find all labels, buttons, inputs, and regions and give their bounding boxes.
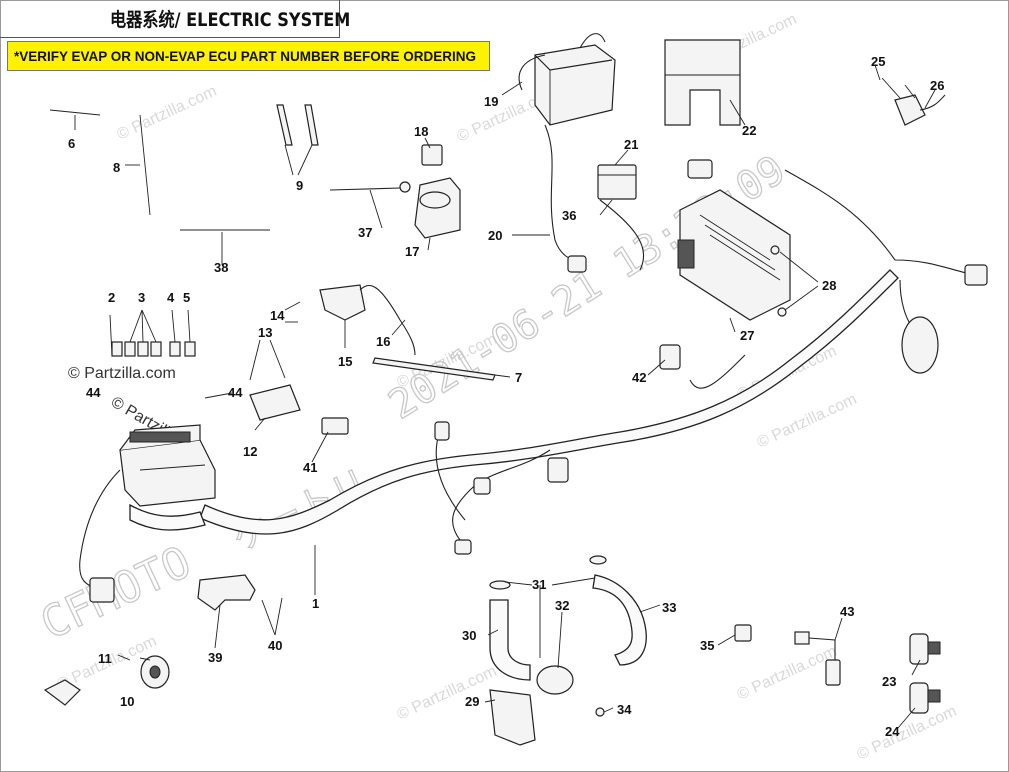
voltage-regulator [677, 189, 791, 321]
main-wiring-harness [79, 124, 988, 603]
connector [473, 477, 491, 495]
callout-1: 1 [312, 596, 319, 611]
cable-tie [139, 114, 151, 216]
watermark-partzilla-dark: © Partzilla.com [68, 365, 176, 382]
connector [964, 264, 988, 286]
round-connector [901, 316, 939, 374]
horn [140, 655, 170, 689]
callout-22: 22 [742, 123, 756, 138]
callout-20: 20 [488, 228, 502, 243]
callout-40: 40 [268, 638, 282, 653]
callout-26: 26 [930, 78, 944, 93]
tie-strap [49, 109, 101, 116]
callout-32: 32 [555, 598, 569, 613]
callout-38: 38 [214, 260, 228, 275]
callout-35: 35 [700, 638, 714, 653]
callout-12: 12 [243, 444, 257, 459]
callout-21: 21 [624, 137, 638, 152]
callout-4: 4 [167, 290, 175, 305]
callout-30: 30 [462, 628, 476, 643]
ordering-notice-banner: *VERIFY EVAP OR NON-EVAP ECU PART NUMBER… [7, 41, 490, 71]
sensor [734, 624, 752, 642]
callout-9: 9 [296, 178, 303, 193]
callout-24: 24 [885, 724, 900, 739]
callout-13: 13 [258, 325, 272, 340]
callout-44-secondary: 44 [86, 385, 101, 400]
callout-42: 42 [632, 370, 646, 385]
ecu-holder [372, 357, 496, 381]
callout-29: 29 [465, 694, 479, 709]
callout-43: 43 [840, 604, 854, 619]
callout-34: 34 [617, 702, 632, 717]
callout-3: 3 [138, 290, 145, 305]
clip [304, 104, 319, 146]
callout-8: 8 [113, 160, 120, 175]
callout-39: 39 [208, 650, 222, 665]
watermark-kana: ケートリ [226, 462, 374, 560]
callout-27: 27 [740, 328, 754, 343]
fuse-set [111, 341, 196, 357]
switch-23 [909, 633, 941, 665]
callout-18: 18 [414, 124, 428, 139]
temperature-sensor [894, 94, 946, 126]
watermark-brand: CFMOTO [33, 537, 199, 650]
starter-relay [414, 144, 461, 239]
watermark-partzilla: © Partzilla.com [115, 83, 220, 144]
connector [454, 539, 472, 555]
callout-19: 19 [484, 94, 498, 109]
relay-cap [421, 144, 443, 166]
switch-24 [909, 682, 941, 714]
title-box: 电器系统/ ELECTRIC SYSTEM [0, 0, 350, 38]
switch [321, 417, 349, 435]
connector [659, 344, 681, 370]
watermark-partzilla: © Partzilla.com [735, 643, 840, 704]
leader-lines [74, 64, 936, 729]
callout-17: 17 [405, 244, 419, 259]
fuse-box [119, 424, 216, 507]
callout-7: 7 [515, 370, 522, 385]
callout-31: 31 [532, 577, 546, 592]
callout-37: 37 [358, 225, 372, 240]
callouts: 1 2 3 4 5 6 7 8 9 10 11 12 13 14 15 16 1… [68, 54, 944, 739]
callout-14: 14 [270, 308, 285, 323]
callout-44: 44 [228, 385, 243, 400]
page-title: 电器系统/ ELECTRIC SYSTEM [110, 9, 351, 31]
ecu [249, 384, 301, 421]
callout-41: 41 [303, 460, 317, 475]
oxygen-sensor [794, 631, 841, 686]
watermark-partzilla: © Partzilla.com [755, 391, 860, 452]
callout-16: 16 [376, 334, 390, 349]
label-plate [43, 679, 81, 706]
callout-28: 28 [822, 278, 836, 293]
connector [547, 457, 569, 483]
connector [567, 255, 587, 273]
ground-cable [329, 181, 411, 193]
connector [434, 421, 450, 441]
callout-33: 33 [662, 600, 676, 615]
callout-11: 11 [98, 651, 112, 666]
connector [687, 159, 713, 179]
battery-bracket [664, 39, 741, 126]
callout-36: 36 [562, 208, 576, 223]
callout-25: 25 [871, 54, 885, 69]
callout-6: 6 [68, 136, 75, 151]
callout-2: 2 [108, 290, 115, 305]
callout-10: 10 [120, 694, 134, 709]
clip [276, 104, 293, 146]
callout-15: 15 [338, 354, 352, 369]
bolts [770, 245, 787, 317]
relay [597, 164, 637, 200]
watermark-partzilla: © Partzilla.com [395, 663, 500, 724]
bracket [197, 574, 256, 611]
ignition-coil [319, 284, 416, 356]
watermark-partzilla: © Partzilla.com [855, 703, 960, 764]
fuel-pump-assembly [489, 555, 647, 746]
connector [89, 577, 115, 603]
callout-5: 5 [183, 290, 190, 305]
callout-23: 23 [882, 674, 896, 689]
battery [518, 33, 616, 126]
